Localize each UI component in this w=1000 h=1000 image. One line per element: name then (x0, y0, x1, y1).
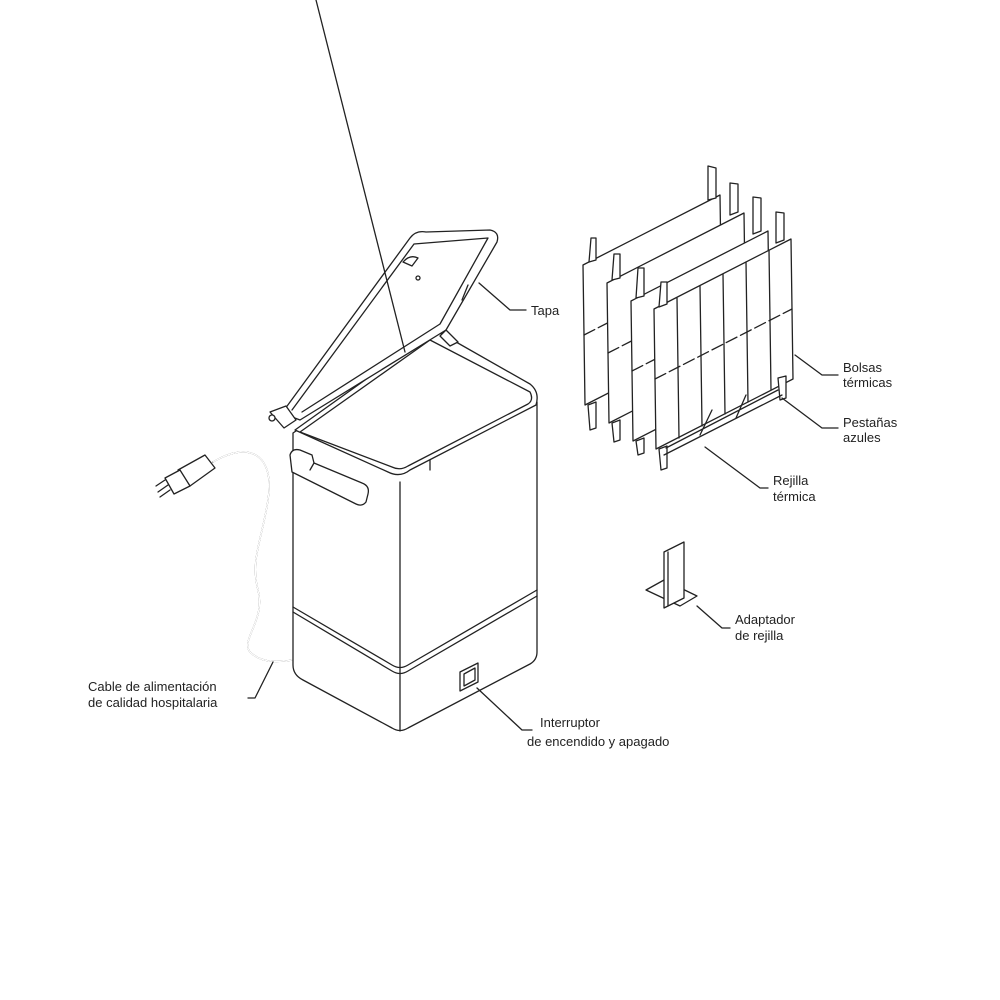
label-power-switch-line2: de encendido y apagado (527, 734, 669, 749)
label-rack-adapter-line2: de rejilla (735, 628, 784, 643)
plug-icon (155, 454, 216, 498)
label-power-switch-line1: Interruptor (540, 715, 601, 730)
thermal-bags (582, 165, 794, 471)
lid (268, 0, 499, 429)
power-switch[interactable] (459, 662, 479, 692)
thermal-bag (653, 211, 794, 471)
rack-adapter (645, 541, 698, 609)
label-lid: Tapa (531, 303, 560, 318)
thermal-rack (663, 389, 783, 456)
label-rack-adapter-line1: Adaptador (735, 612, 796, 627)
leader-lines (247, 282, 839, 731)
label-thermal-bags-line2: térmicas (843, 375, 893, 390)
label-thermal-rack-line1: Rejilla (773, 473, 809, 488)
power-cord (155, 451, 294, 663)
label-thermal-bags-line1: Bolsas (843, 360, 883, 375)
handle (289, 448, 370, 506)
label-power-cord-line2: de calidad hospitalaria (88, 695, 218, 710)
label-blue-tabs-line2: azules (843, 430, 881, 445)
label-thermal-rack-line2: térmica (773, 489, 816, 504)
label-blue-tabs-line1: Pestañas (843, 415, 898, 430)
label-power-cord-line1: Cable de alimentación (88, 679, 217, 694)
warmer-container (289, 331, 538, 732)
